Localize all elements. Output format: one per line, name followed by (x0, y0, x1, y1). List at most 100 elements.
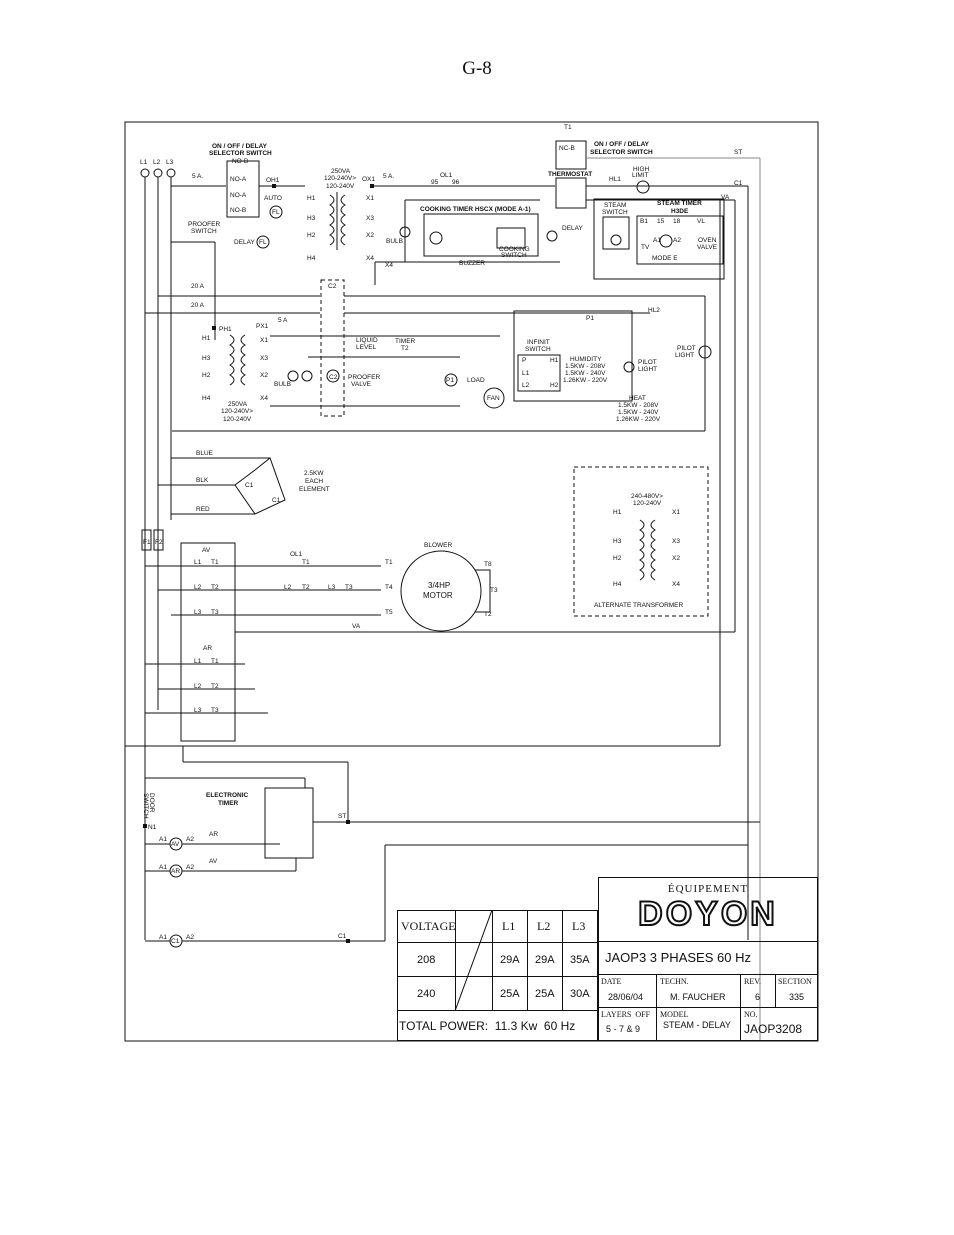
label-delay-fl: DELAY (234, 239, 255, 246)
label-a1-av: A1 (159, 836, 167, 843)
label-xfmr2-rating: 250VA (228, 401, 248, 408)
label-alt-xfmr-out: 120-240V (633, 500, 662, 507)
label-c1-el1: C1 (245, 482, 254, 489)
row1-l1: 29A (500, 954, 520, 966)
label-fuse-5a-2: 5 A. (383, 173, 394, 180)
header-l1: L1 (502, 919, 516, 933)
label-x2-a: X2 (366, 232, 374, 239)
info-grid: DATE 28/06/04 TECHN. M. FAUCHER REV. 6 S… (598, 975, 818, 1041)
label-x3-a: X3 (366, 215, 374, 222)
label-a2-st: A2 (673, 237, 681, 244)
label-x4-a: X4 (366, 255, 374, 262)
label-h2-inf: H2 (550, 382, 559, 389)
label-a2-c1: A2 (186, 934, 194, 941)
label-heat: HEAT (629, 395, 646, 402)
label-b1: B1 (640, 218, 648, 225)
label-l2-ar: L2 (194, 683, 202, 690)
label-proofer-valve-b: VALVE (351, 381, 372, 388)
terminal-l3 (166, 168, 176, 178)
row2-l3: 30A (570, 988, 590, 1000)
label-h1-a: H1 (307, 195, 316, 202)
label-va-top: VA (721, 194, 730, 201)
label-fuse-5a-1: 5 A. (192, 173, 203, 180)
label-door-switch-b: SWITCH (142, 793, 149, 819)
label-h4-b: H4 (202, 395, 211, 402)
label-t1-av: T1 (211, 559, 219, 566)
label-proofer-switch-b: SWITCH (191, 228, 217, 235)
label-f2: F2 (155, 539, 163, 546)
label-fan: FAN (487, 395, 500, 402)
label-l2-inf: L2 (522, 382, 530, 389)
label-t1-ar: T1 (211, 658, 219, 665)
label-alt-transformer: ALTERNATE TRANSFORMER (594, 602, 684, 609)
label-buzzer: BUZZER (459, 260, 485, 267)
label-h2-a: H2 (307, 232, 316, 239)
label-h3-b: H3 (202, 355, 211, 362)
label-high-limit: HIGH (633, 166, 650, 173)
label-h2-b: H2 (202, 372, 211, 379)
label-xfmr1-in: 120-240V> (324, 175, 356, 182)
label-t2-av: T2 (211, 584, 219, 591)
label-h1-c: H1 (613, 509, 622, 516)
label-xfmr2-in: 120-240V> (221, 408, 253, 415)
label-h1-b: H1 (202, 335, 211, 342)
label-tv: TV (641, 244, 650, 251)
label-a1-c1: A1 (159, 934, 167, 941)
label-st-bottom: ST (338, 813, 346, 820)
label-t3-av: T3 (211, 609, 219, 616)
label-x3-b: X3 (260, 355, 268, 362)
label-motor: 3/4HP (428, 581, 450, 590)
label-liquid-level-b: LEVEL (356, 344, 377, 351)
label-ol1: OL1 (440, 172, 453, 179)
label-t2-ar: T2 (211, 683, 219, 690)
label-h3-c: H3 (613, 538, 622, 545)
layers-label: LAYERS OFF (601, 1010, 651, 1019)
label-t5-m: T5 (385, 609, 393, 616)
header-voltage: VOLTAGE (401, 919, 456, 933)
label-heat3: 1.26KW - 220V (616, 416, 661, 423)
label-motor-b: MOTOR (423, 591, 453, 600)
label-h4-c: H4 (613, 581, 622, 588)
label-l1: L1 (140, 159, 148, 166)
label-n18: 18 (673, 218, 681, 225)
label-a1-st: A1 (653, 237, 661, 244)
row1-l2: 29A (535, 954, 555, 966)
bulb-2 (287, 370, 299, 382)
label-x1-c: X1 (672, 509, 680, 516)
terminal-l2 (153, 168, 163, 178)
techn-value: M. FAUCHER (670, 992, 726, 1002)
label-p1-hum: P1 (586, 315, 594, 322)
pilot-lamp-2 (623, 361, 635, 373)
label-f20a-2: 20 A (191, 302, 205, 309)
label-t1-ol: T1 (302, 559, 310, 566)
label-t2-timer: T2 (401, 345, 409, 352)
label-t3-ar: T3 (211, 707, 219, 714)
label-p1-load: P1 (446, 377, 454, 384)
fan-circle (483, 387, 505, 409)
label-ar-coil: AR (171, 868, 180, 875)
terminal-l1 (140, 168, 150, 178)
label-n15: 15 (657, 218, 665, 225)
label-px1: PX1 (256, 323, 269, 330)
label-t8-m: T8 (484, 561, 492, 568)
fuse-f1 (141, 529, 152, 551)
label-load: LOAD (467, 377, 485, 384)
label-h3-a: H3 (307, 215, 316, 222)
label-l1-ar: L1 (194, 658, 202, 665)
label-thermostat: THERMOSTAT (548, 171, 592, 178)
header-l2: L2 (537, 919, 551, 933)
label-c95: 95 (431, 179, 439, 186)
row1-voltage: 208 (417, 954, 436, 966)
label-hl2: HL2 (648, 307, 660, 314)
label-proofer-valve: PROOFER (348, 374, 380, 381)
label-av-coil: AV (171, 841, 180, 848)
label-x4-b2: X4 (260, 395, 268, 402)
label-c1-bottom: C1 (338, 933, 347, 940)
label-x2-b: X2 (260, 372, 268, 379)
label-steam-timer: STEAM TIMER (657, 200, 702, 207)
rev-value: 6 (755, 992, 761, 1002)
label-n1: N1 (148, 824, 157, 831)
label-high-limit-b: LIMIT (632, 172, 649, 179)
label-xfmr1-out: 120-240V (326, 183, 355, 190)
label-timer: TIMER (395, 338, 416, 345)
